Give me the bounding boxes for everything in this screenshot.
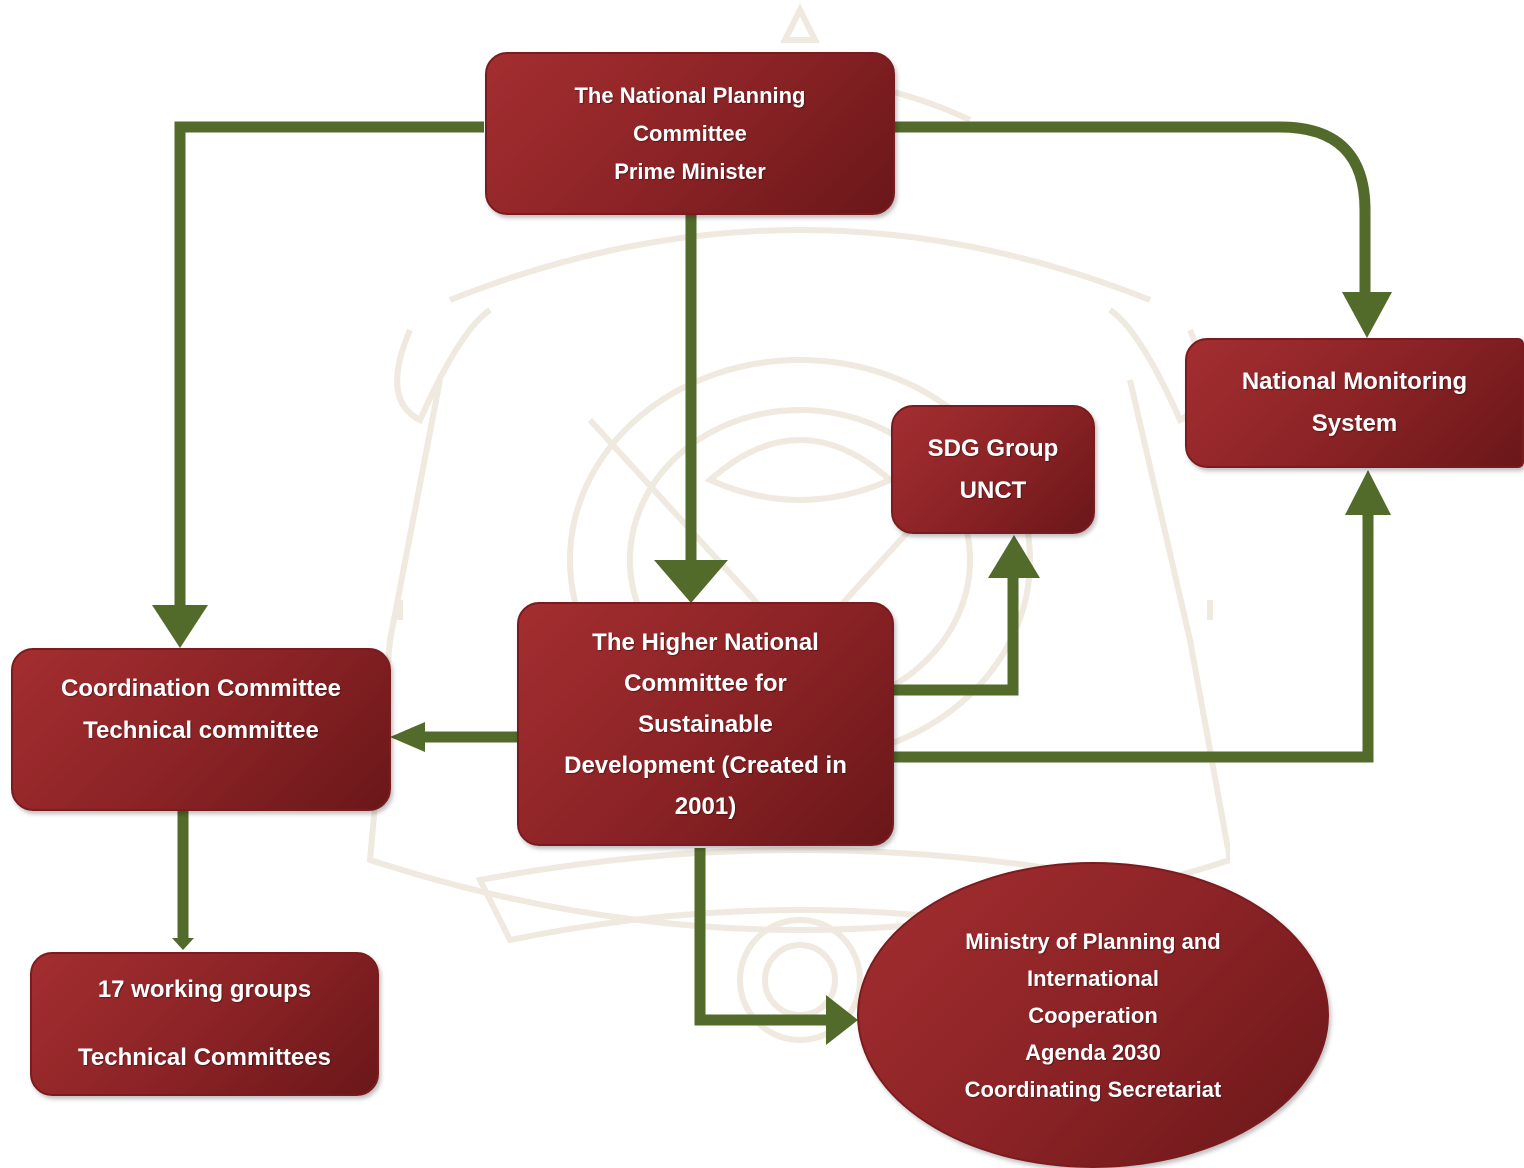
ministry-of-planning-ellipse: Ministry of Planning and International C… [857, 862, 1329, 1168]
node-line: Coordination Committee [61, 675, 341, 702]
higher-national-committee-box: The Higher National Committee for Sustai… [517, 602, 894, 846]
connector-higher-to-ministry [694, 848, 830, 1026]
node-line: Committee for [624, 669, 787, 697]
node-line: National Monitoring [1241, 368, 1468, 395]
coordination-committee-box: Coordination Committee Technical committ… [11, 648, 391, 811]
node-line: The Higher National [592, 628, 819, 656]
arrowhead-monitoring-bottom [1345, 470, 1391, 515]
node-line: Committee [633, 120, 747, 146]
node-line: Prime Minister [614, 158, 766, 184]
connector-higher-to-monitoring [893, 510, 1374, 763]
node-line: Coordinating Secretariat [964, 1076, 1222, 1102]
connector-planning-to-coordination [174, 121, 484, 610]
arrowhead-sdg [988, 535, 1040, 578]
connector-planning-to-monitoring [893, 121, 1371, 295]
node-line: Cooperation [1028, 1002, 1158, 1028]
arrowhead-coordination [152, 605, 208, 648]
arrowhead-coordination-side [390, 722, 425, 752]
node-line: Agenda 2030 [1025, 1039, 1161, 1065]
node-line: Development (Created in [564, 751, 847, 779]
node-line: International [1026, 965, 1159, 991]
national-planning-committee-box: The National Planning Committee Prime Mi… [485, 52, 895, 215]
node-line: Technical Committees [78, 1044, 331, 1071]
national-monitoring-system-box: National Monitoring System [1185, 338, 1524, 468]
arrowhead-working [172, 938, 194, 950]
arrowhead-ministry [826, 995, 858, 1045]
node-line: Ministry of Planning and [965, 928, 1221, 954]
node-line: UNCT [959, 476, 1027, 504]
node-line: System [1311, 410, 1398, 437]
node-line: 2001) [674, 792, 737, 820]
arrowhead-monitoring-top [1342, 292, 1392, 338]
node-line: Sustainable [638, 710, 773, 738]
node-line: The National Planning [574, 82, 806, 108]
node-line: Technical committee [83, 717, 319, 744]
working-groups-box: 17 working groups Technical Committees [30, 952, 379, 1096]
sdg-group-box: SDG Group UNCT [891, 405, 1095, 534]
connector-higher-to-sdg [893, 575, 1019, 696]
node-line: SDG Group [927, 434, 1059, 462]
arrowhead-higher-top [654, 560, 728, 603]
node-line: 17 working groups [97, 976, 312, 1003]
